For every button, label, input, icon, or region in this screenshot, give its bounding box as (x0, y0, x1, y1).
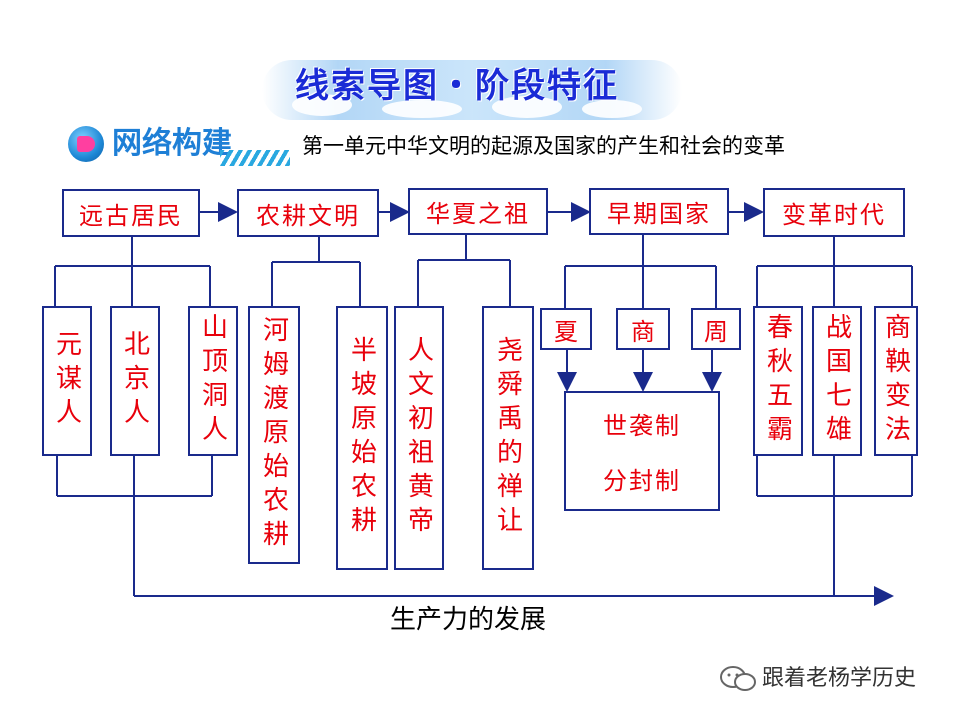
arrow-circle-icon (68, 126, 104, 162)
decorative-stripes (220, 150, 290, 166)
stage-box-5: 变革时代 (763, 188, 905, 237)
section-label: 网络构建 (112, 126, 232, 161)
stage-box-1: 远古居民 (62, 189, 200, 237)
item-shanrang: 尧舜禹的禅让 (482, 306, 534, 570)
item-zhou: 周 (691, 308, 741, 350)
item-yuanmou: 元谋人 (42, 306, 92, 456)
section-header: 网络构建 (68, 122, 278, 166)
item-shang: 商 (616, 308, 670, 350)
item-shangyang: 商鞅变法 (874, 306, 918, 456)
item-huangdi: 人文初祖黄帝 (394, 306, 444, 570)
item-hemudu: 河姆渡原始农耕 (248, 306, 300, 564)
wechat-icon (720, 666, 756, 691)
system-hereditary: 世袭制 (603, 412, 681, 440)
productivity-label: 生产力的发展 (390, 605, 547, 635)
unit-title: 第一单元中华文明的起源及国家的产生和社会的变革 (302, 134, 785, 158)
item-xia: 夏 (540, 308, 592, 350)
item-beijing: 北京人 (110, 306, 160, 456)
item-shandingdong: 山顶洞人 (188, 306, 238, 456)
item-banpo: 半坡原始农耕 (336, 306, 388, 570)
watermark-text: 跟着老杨学历史 (762, 666, 917, 691)
stage-box-3: 华夏之祖 (408, 188, 548, 235)
item-chunqiu: 春秋五霸 (753, 306, 803, 456)
system-enfeoffment: 分封制 (603, 467, 681, 495)
title-banner (262, 60, 682, 120)
stage-box-2: 农耕文明 (237, 189, 379, 237)
page-title: 线索导图・阶段特征 (295, 66, 619, 106)
stage-box-4: 早期国家 (589, 188, 729, 235)
systems-box: 世袭制 分封制 (564, 391, 720, 511)
item-zhanguo: 战国七雄 (812, 306, 862, 456)
